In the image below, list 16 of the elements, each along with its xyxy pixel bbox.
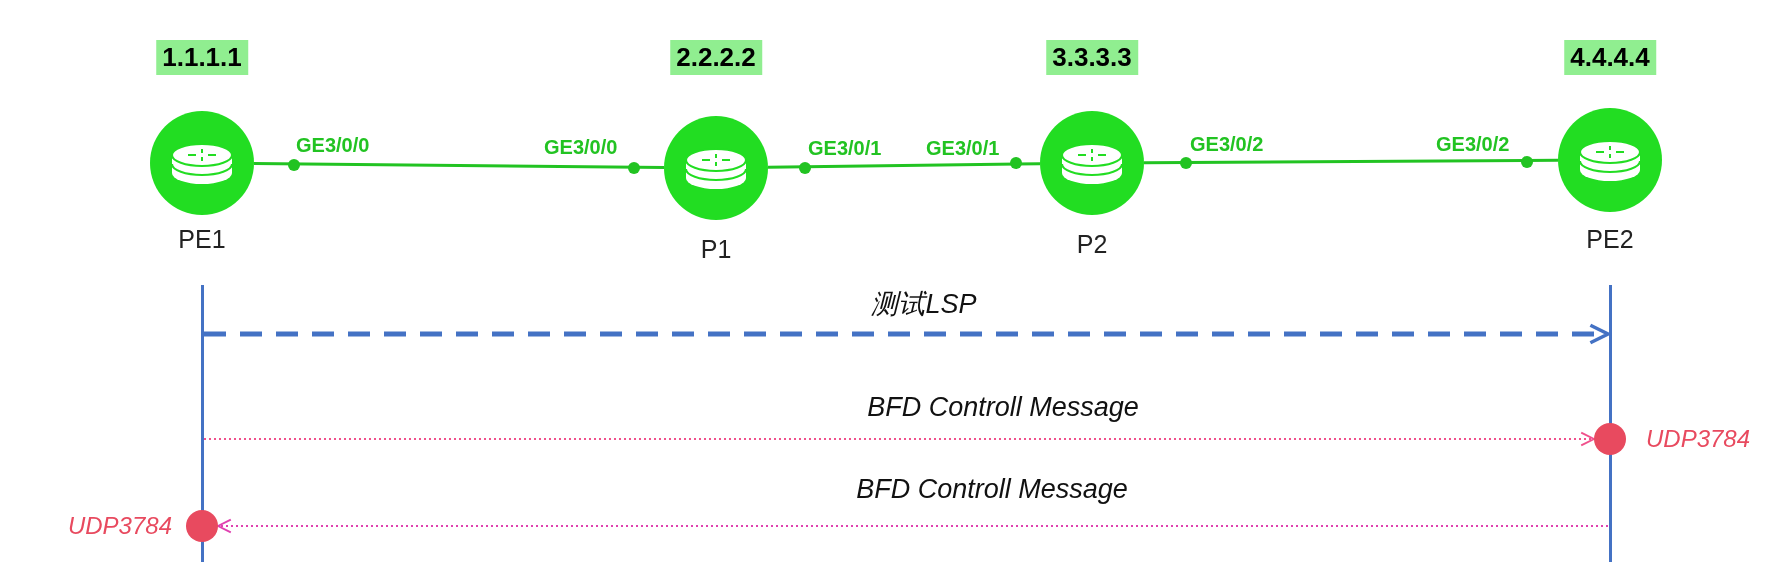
interface-label: GE3/0/2	[1190, 133, 1264, 156]
port-label: UDP3784	[67, 512, 172, 540]
interface-label: GE3/0/2	[1436, 133, 1510, 156]
router-name: P1	[700, 235, 732, 264]
ip-address-label: 4.4.4.4	[1564, 40, 1656, 75]
ip-address-label: 1.1.1.1	[156, 40, 248, 75]
interface-label: GE3/0/0	[544, 136, 618, 159]
router-name: PE2	[1586, 225, 1634, 254]
port-label: UDP3784	[1646, 425, 1751, 453]
router-name: P2	[1076, 230, 1108, 259]
interface-label: GE3/0/1	[808, 137, 882, 160]
ip-address-label: 3.3.3.3	[1046, 40, 1138, 75]
ip-address-label: 2.2.2.2	[670, 40, 762, 75]
interface-label: GE3/0/0	[296, 134, 370, 157]
router-name: PE1	[178, 225, 226, 254]
interface-label: GE3/0/1	[926, 137, 1000, 160]
